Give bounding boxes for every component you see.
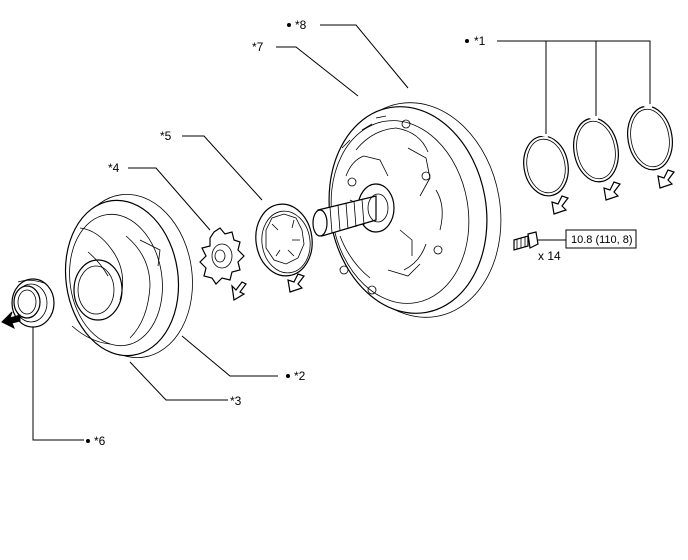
callout-bullet xyxy=(86,439,90,443)
stator-shaft-part xyxy=(312,102,502,318)
torque-spec-box xyxy=(565,229,637,249)
bolt-part xyxy=(513,231,539,251)
seal-ring-3 xyxy=(627,103,673,171)
callout-label-7: *7 xyxy=(252,40,264,54)
oil-pump-body-part xyxy=(64,193,193,359)
hollow-arrow-icon xyxy=(657,169,675,189)
callout-label-3: *3 xyxy=(230,394,242,408)
filled-arrow-icon xyxy=(1,311,21,330)
bolt-quantity: x 14 xyxy=(538,249,561,263)
hollow-arrow-icon xyxy=(603,181,621,201)
callout-bullet xyxy=(287,23,291,27)
driven-gear-part xyxy=(255,203,313,277)
seal-ring-2 xyxy=(573,115,619,183)
seal-ring-1 xyxy=(523,132,569,197)
callout-label-5: *5 xyxy=(160,129,172,143)
callout-bullet xyxy=(465,39,469,43)
torque-spec: 10.8 (110, 8) x 14 xyxy=(538,229,637,263)
hollow-arrow-icon xyxy=(231,281,247,301)
torque-spec-value: 10.8 (110, 8) xyxy=(571,234,633,246)
callout-label-6: *6 xyxy=(94,434,106,448)
callout-label-1: *1 xyxy=(474,34,486,48)
hollow-arrow-icon xyxy=(287,273,305,293)
clutch-drum-oil-seal-rings xyxy=(523,103,673,197)
callout-label-2: *2 xyxy=(294,369,306,383)
oil-seal-part xyxy=(11,278,55,328)
drive-gear-part xyxy=(199,227,245,285)
leader-lines xyxy=(32,24,651,441)
callout-bullet xyxy=(286,374,290,378)
hollow-arrow-icon xyxy=(551,195,569,215)
callout-label-4: *4 xyxy=(108,161,120,175)
callout-label-8: *8 xyxy=(295,18,307,32)
